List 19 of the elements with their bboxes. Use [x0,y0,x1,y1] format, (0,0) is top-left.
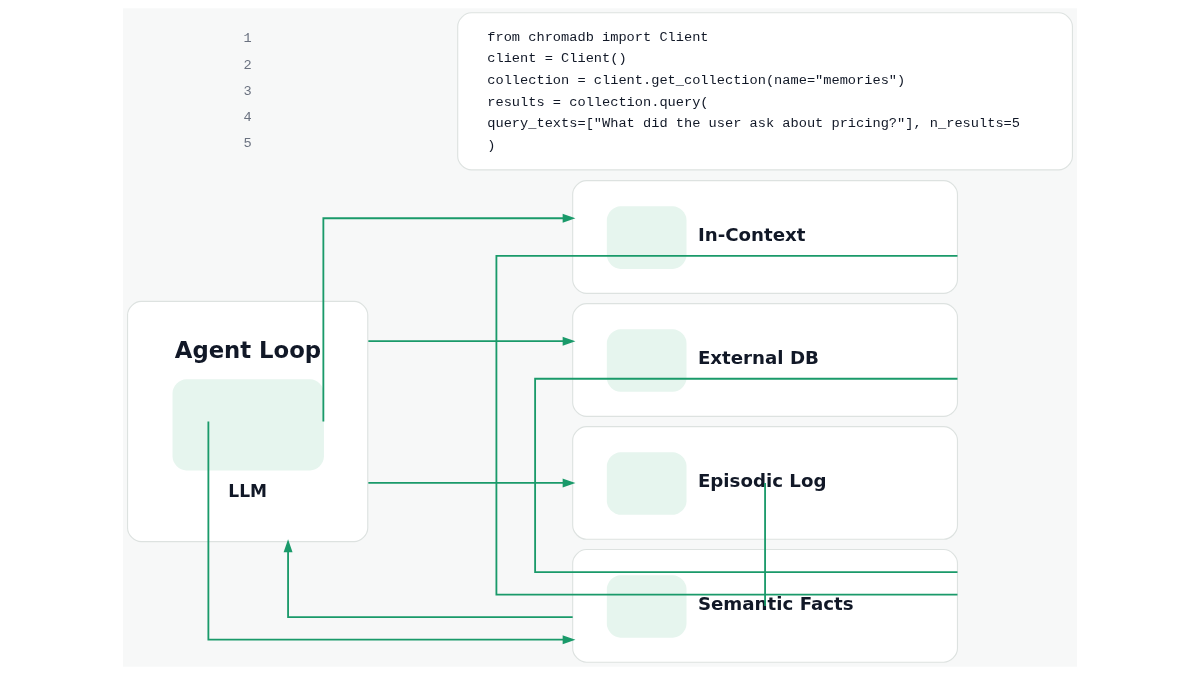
label: 2 [243,57,252,73]
node-box: Episodic Log [572,426,959,540]
label: 5 [243,136,252,152]
node-box: External DB [572,303,959,417]
arrow [283,539,574,619]
node-box: In-Context [572,180,959,294]
arrow [207,420,576,645]
arrow [367,336,576,346]
node-box: Semantic Facts [572,548,959,663]
arrow [322,213,576,423]
arrow [367,478,576,488]
connector [495,254,959,596]
node-box: Agent Loop LLM [127,300,369,543]
connector [534,377,959,573]
label: 1 [243,31,252,47]
connector [764,482,766,607]
label: 4 [243,110,252,126]
node-box: from chromadb import Client client = Client() collection = client.get_collection(name="memories") results = collection.query( query_texts=["What did the user ask about pricing?"], n_results=5 ) [457,12,1073,171]
label: 3 [243,83,252,99]
